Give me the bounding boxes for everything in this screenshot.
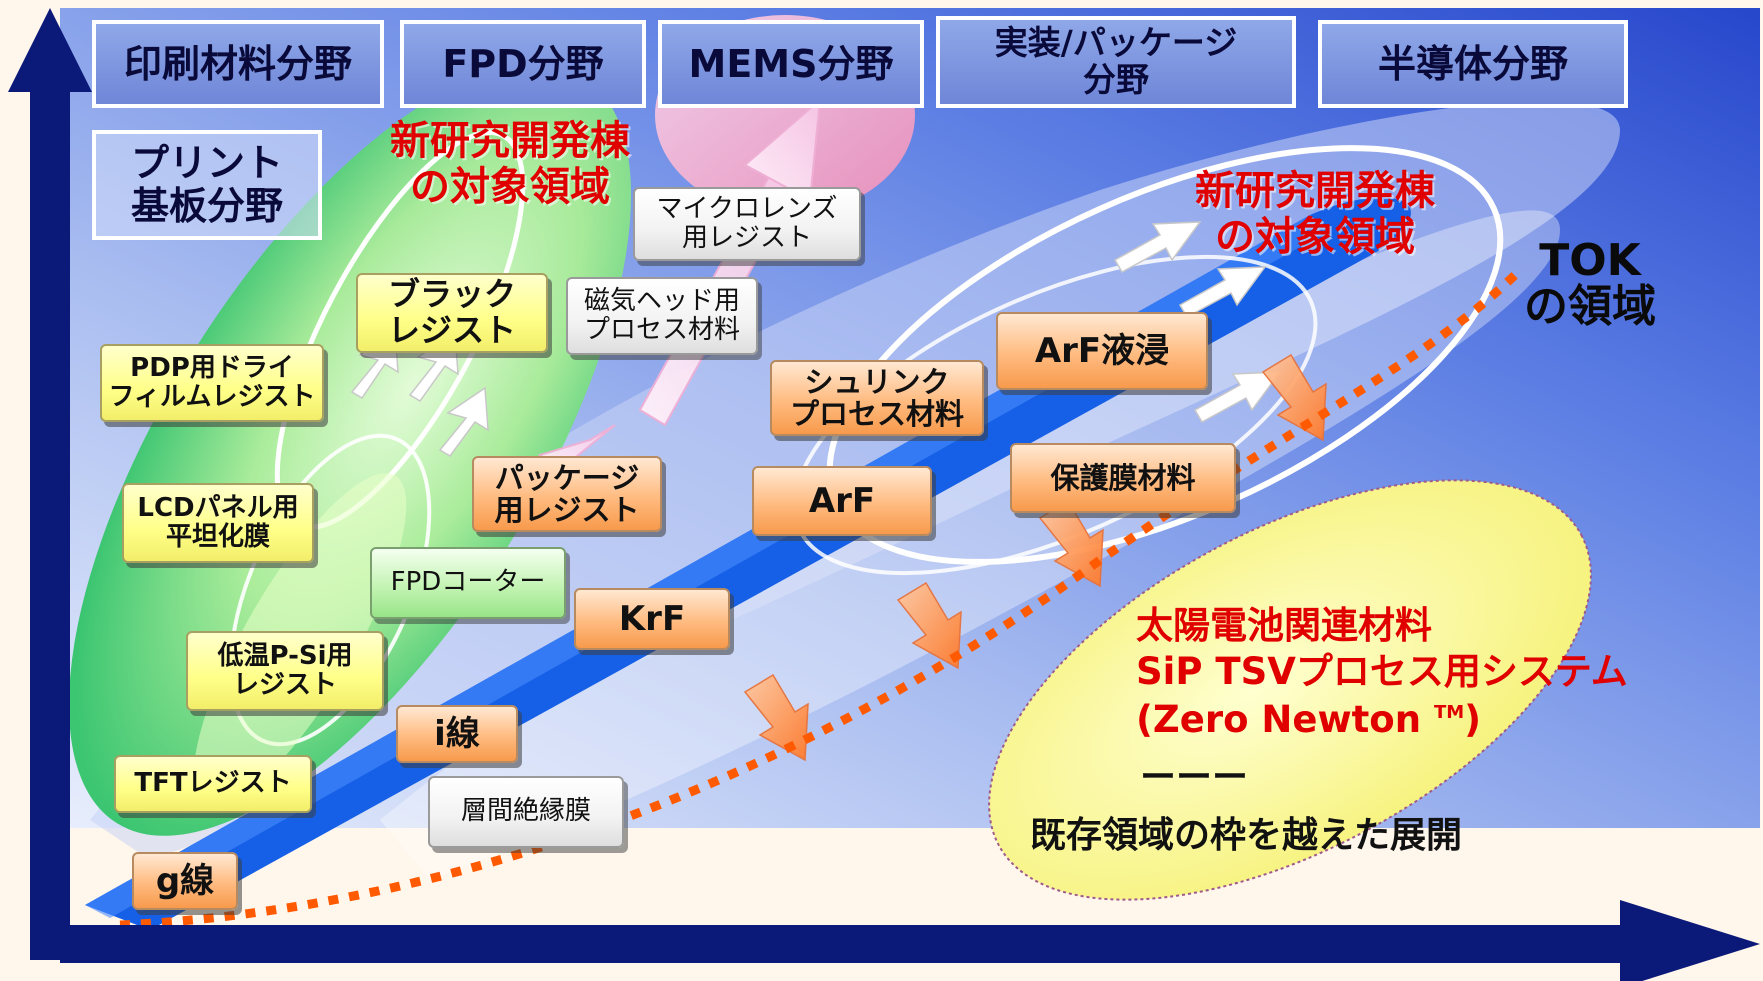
product-interlayer-insulation-film: 層間絶縁膜 [428, 776, 624, 848]
product-protective-film-material: 保護膜材料 [1010, 443, 1236, 513]
product-arf: ArF [752, 466, 932, 536]
category-pcb: プリント 基板分野 [92, 130, 322, 240]
product-microlens-resist: マイクロレンズ 用レジスト [633, 187, 861, 261]
zero-newton-text: (Zero Newton [1136, 698, 1422, 741]
expansion-solar-cell-materials: 太陽電池関連材料 [1136, 604, 1432, 647]
product-low-temp-psi-resist: 低温P-Si用 レジスト [186, 631, 384, 711]
category-printing-materials: 印刷材料分野 [92, 20, 384, 108]
expansion-sip-tsv-system: SiP TSVプロセス用システム [1136, 650, 1628, 693]
product-shrink-process-material: シュリンク プロセス材料 [770, 360, 984, 436]
product-package-resist: パッケージ 用レジスト [472, 456, 662, 532]
expansion-zero-newton: (Zero Newton TM) [1136, 698, 1481, 742]
product-i-line: i線 [396, 705, 518, 763]
category-semiconductor: 半導体分野 [1318, 20, 1628, 108]
product-lcd-planarization-film: LCDパネル用 平坦化膜 [122, 483, 314, 563]
product-pdp-dry-film-resist: PDP用ドライ フィルムレジスト [100, 344, 324, 422]
category-packaging: 実装/パッケージ 分野 [936, 16, 1296, 108]
expansion-beyond-existing-domain: 既存領域の枠を越えた展開 [1030, 815, 1463, 856]
product-krf: KrF [574, 588, 730, 650]
product-black-resist: ブラック レジスト [356, 273, 548, 353]
product-g-line: g線 [132, 852, 238, 910]
product-fpd-coater: FPDコーター [370, 547, 566, 619]
category-mems: MEMS分野 [658, 20, 924, 108]
category-fpd: FPD分野 [400, 20, 646, 108]
product-tft-resist: TFTレジスト [114, 755, 312, 813]
zero-newton-close: ) [1464, 698, 1482, 741]
trademark-sup: TM [1433, 702, 1465, 723]
new-rd-target-label-left: 新研究開発棟 の対象領域 [390, 118, 630, 210]
expansion-dashes: ーーー [1140, 757, 1249, 798]
tok-domain-label: TOK の領域 [1524, 235, 1656, 333]
product-arf-immersion: ArF液浸 [996, 312, 1208, 390]
product-magnetic-head-process-material: 磁気ヘッド用 プロセス材料 [566, 277, 758, 355]
new-rd-target-label-right: 新研究開発棟 の対象領域 [1195, 168, 1435, 260]
